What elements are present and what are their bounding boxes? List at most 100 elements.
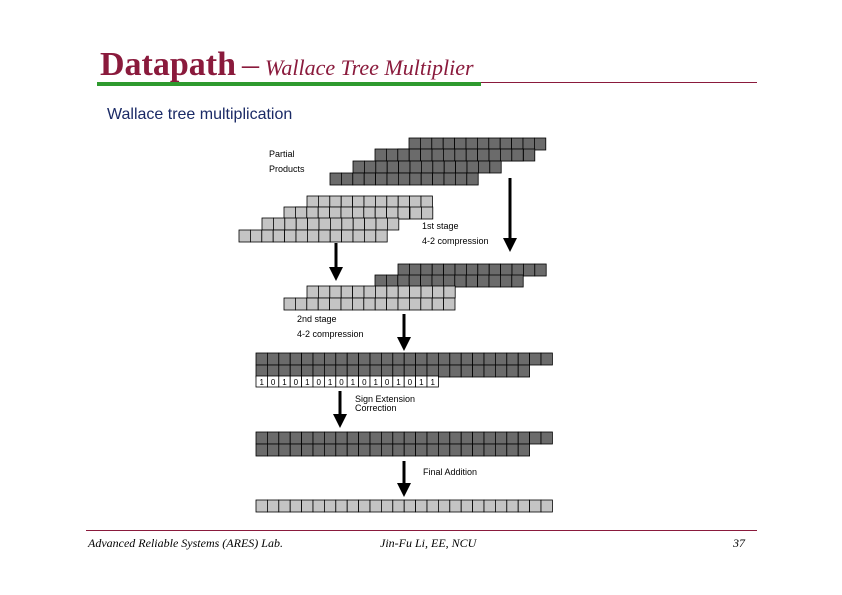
slide-title: Datapath–Wallace Tree Multiplier bbox=[100, 46, 474, 84]
bit-cell bbox=[409, 285, 422, 299]
bit-cell bbox=[340, 206, 353, 220]
bit-cell bbox=[465, 148, 479, 162]
bit-cell bbox=[374, 297, 388, 311]
bit-cell bbox=[460, 499, 474, 513]
bit-cell bbox=[403, 364, 417, 378]
bit-cell bbox=[301, 431, 314, 445]
page-number: 37 bbox=[733, 536, 745, 550]
bit-cell bbox=[472, 431, 485, 445]
label-stage2-2: 4-2 compression bbox=[297, 329, 364, 339]
bit-cell bbox=[386, 160, 400, 174]
bit-cell bbox=[335, 352, 348, 366]
bit-cell bbox=[358, 364, 371, 378]
bit-cell bbox=[397, 172, 411, 186]
bit-cell bbox=[477, 274, 490, 288]
correction-bit-cell bbox=[426, 375, 439, 388]
bit-cell bbox=[511, 263, 524, 277]
bit-cell bbox=[540, 499, 553, 513]
correction-bit: 1 bbox=[396, 378, 401, 387]
bit-cell bbox=[494, 352, 508, 366]
arrow-down-icon bbox=[503, 238, 517, 252]
bit-cell bbox=[380, 499, 394, 513]
bit-cell bbox=[403, 431, 417, 445]
correction-bit: 1 bbox=[351, 378, 356, 387]
bit-cell bbox=[266, 499, 280, 513]
bit-cell bbox=[483, 431, 496, 445]
label-stage1-2: 4-2 compression bbox=[422, 236, 489, 246]
bit-cell bbox=[494, 364, 508, 378]
bit-cell bbox=[306, 285, 319, 299]
bit-cell bbox=[415, 443, 428, 457]
bit-cell bbox=[540, 352, 553, 366]
bit-cell bbox=[442, 274, 456, 288]
bit-cell bbox=[272, 217, 286, 231]
bit-cell bbox=[426, 352, 439, 366]
label-stage1-1: 1st stage bbox=[422, 221, 459, 231]
correction-bit: 1 bbox=[430, 378, 435, 387]
bit-cell bbox=[415, 499, 428, 513]
bit-cell bbox=[415, 364, 428, 378]
bit-cell bbox=[529, 499, 542, 513]
bit-cell bbox=[397, 195, 411, 209]
bit-cell bbox=[369, 499, 382, 513]
correction-bit: 1 bbox=[259, 378, 264, 387]
bit-cell bbox=[432, 160, 445, 174]
bit-cell bbox=[431, 285, 445, 299]
bit-cell bbox=[346, 364, 360, 378]
bit-cell bbox=[386, 285, 399, 299]
bit-cell bbox=[369, 364, 382, 378]
bit-cell bbox=[289, 443, 303, 457]
correction-bit: 1 bbox=[419, 378, 424, 387]
title-underline-red bbox=[481, 82, 757, 83]
correction-bit: 0 bbox=[271, 378, 276, 387]
bit-cell bbox=[369, 352, 382, 366]
bit-cell bbox=[358, 352, 371, 366]
bit-cell bbox=[351, 206, 365, 220]
bit-cell bbox=[437, 443, 451, 457]
bit-cell bbox=[255, 352, 268, 366]
bit-cell bbox=[255, 364, 268, 378]
bit-cell bbox=[426, 364, 439, 378]
bit-cell bbox=[511, 274, 524, 288]
bit-cell bbox=[323, 499, 337, 513]
arrow-down-icon bbox=[333, 414, 347, 428]
bit-cell bbox=[363, 229, 377, 243]
bit-cell bbox=[374, 274, 387, 288]
bit-cell bbox=[494, 431, 508, 445]
correction-bit: 0 bbox=[294, 378, 299, 387]
bit-cell bbox=[352, 285, 365, 299]
bit-cell bbox=[329, 195, 342, 209]
bit-cell bbox=[522, 137, 535, 151]
bit-cell bbox=[534, 263, 547, 277]
bit-cell bbox=[374, 206, 388, 220]
bit-cell bbox=[499, 137, 513, 151]
bit-cell bbox=[426, 443, 439, 457]
bit-cell bbox=[238, 229, 251, 243]
bit-cell bbox=[437, 364, 451, 378]
bit-cell bbox=[431, 297, 445, 311]
bit-cell bbox=[392, 443, 405, 457]
bit-cell bbox=[420, 285, 433, 299]
bit-cell bbox=[340, 172, 354, 186]
bit-cell bbox=[352, 217, 366, 231]
footer-author: Jin-Fu Li, EE, NCU bbox=[380, 536, 477, 550]
title-main: Datapath bbox=[100, 46, 237, 83]
bit-cell bbox=[374, 195, 388, 209]
bit-cell bbox=[375, 172, 388, 186]
bit-cell bbox=[500, 263, 513, 277]
bit-cell bbox=[375, 229, 388, 243]
bit-cell bbox=[278, 431, 291, 445]
bit-cell bbox=[329, 229, 343, 243]
bit-cell bbox=[426, 499, 439, 513]
bit-cell bbox=[335, 364, 348, 378]
bit-cell bbox=[317, 206, 331, 220]
bit-cell bbox=[540, 431, 553, 445]
correction-bit: 0 bbox=[408, 378, 413, 387]
bit-cell bbox=[317, 195, 331, 209]
bit-cell bbox=[472, 352, 485, 366]
bit-cell bbox=[358, 443, 371, 457]
bit-cell bbox=[255, 443, 268, 457]
bit-cell bbox=[340, 195, 354, 209]
bit-cell bbox=[294, 206, 308, 220]
bit-cell bbox=[363, 172, 377, 186]
